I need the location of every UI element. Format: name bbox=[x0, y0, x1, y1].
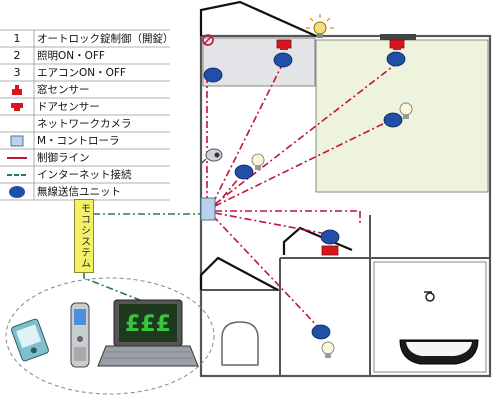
legend-label: ドアセンサー bbox=[37, 101, 100, 113]
legend-label: オートロック錠制御（開錠） bbox=[37, 33, 174, 45]
legend-label: インターネット接続 bbox=[37, 169, 132, 181]
legend-item: 制御ライン bbox=[0, 149, 90, 166]
legend-key: 3 bbox=[13, 66, 21, 79]
legend-label: 制御ライン bbox=[37, 152, 90, 164]
room-bath bbox=[373, 261, 487, 373]
legend-key: 2 bbox=[13, 49, 21, 62]
moco-system-box: モコシステム bbox=[74, 199, 94, 273]
light-bulbs bbox=[251, 14, 413, 358]
legend-item: インターネット接続 bbox=[0, 166, 132, 183]
wireless-unit bbox=[273, 52, 293, 68]
legend-grid bbox=[0, 29, 170, 201]
legend-item: 窓センサー bbox=[0, 81, 90, 98]
auto-lock-icon bbox=[202, 34, 214, 46]
control-lines bbox=[206, 63, 397, 331]
m-controller bbox=[200, 197, 216, 221]
wireless-unit bbox=[320, 229, 340, 245]
light-bulb-icon bbox=[251, 153, 265, 170]
room-living bbox=[315, 39, 489, 193]
control-line bbox=[214, 63, 397, 205]
door-swing bbox=[199, 256, 279, 291]
auto-lock-icon bbox=[203, 35, 213, 45]
window-sensor-icon bbox=[0, 81, 34, 98]
toilet-shape bbox=[221, 321, 259, 366]
legend-item: ドアセンサー bbox=[0, 98, 100, 115]
legend-item: 3 エアコンON・OFF bbox=[0, 64, 126, 81]
legend-item: ネットワークカメラ bbox=[0, 115, 132, 132]
control-line bbox=[212, 215, 322, 331]
bathtub-icon bbox=[399, 291, 479, 365]
wireless-unit bbox=[311, 324, 331, 340]
internet-line bbox=[83, 272, 141, 301]
floor-plan bbox=[199, 0, 492, 378]
legend-label: 照明ON・OFF bbox=[37, 50, 105, 62]
devices-group bbox=[5, 277, 215, 395]
laptop-icon bbox=[97, 299, 199, 367]
wireless-unit-icon bbox=[0, 183, 34, 200]
legend-label: 窓センサー bbox=[37, 84, 90, 96]
window-sensor bbox=[393, 46, 401, 50]
window-strip bbox=[380, 34, 416, 40]
internet-lines bbox=[83, 213, 203, 301]
pda-icon bbox=[11, 318, 49, 362]
legend-item: 無線送信ユニット bbox=[0, 183, 121, 200]
room-entrance bbox=[202, 37, 316, 87]
light-bulb-icon bbox=[399, 102, 413, 119]
door-sensor bbox=[280, 46, 288, 50]
legend-label: 無線送信ユニット bbox=[37, 186, 121, 198]
sensors bbox=[202, 34, 405, 256]
legend-item: 1 オートロック錠制御（開錠） bbox=[0, 30, 174, 47]
legend-label: ネットワークカメラ bbox=[37, 118, 132, 130]
controller-icon bbox=[0, 132, 34, 149]
legend-label: エアコンON・OFF bbox=[37, 67, 126, 79]
door-sensor-icon bbox=[0, 98, 34, 115]
wireless-unit bbox=[234, 164, 254, 180]
network-camera-icon bbox=[201, 148, 223, 164]
legend-item: M・コントローラ bbox=[0, 132, 120, 149]
wireless-unit bbox=[383, 112, 403, 128]
window-sensor bbox=[321, 245, 339, 256]
wireless-units bbox=[203, 51, 406, 340]
wireless-unit bbox=[386, 51, 406, 67]
control-line bbox=[214, 212, 328, 235]
internet-line-icon bbox=[0, 166, 34, 183]
light-bulb-icon bbox=[306, 14, 334, 38]
legend-key: 1 bbox=[13, 32, 21, 45]
laptop-screen-text: £££ bbox=[125, 312, 171, 337]
door-swing bbox=[199, 0, 317, 38]
wireless-unit bbox=[203, 67, 223, 83]
control-line bbox=[214, 118, 394, 207]
mobile-phone-icon bbox=[70, 302, 90, 368]
legend-label: M・コントローラ bbox=[37, 135, 120, 147]
control-line-icon bbox=[0, 149, 34, 166]
control-line bbox=[212, 64, 283, 204]
light-bulb-icon bbox=[321, 341, 335, 358]
legend-item: 2 照明ON・OFF bbox=[0, 47, 105, 64]
